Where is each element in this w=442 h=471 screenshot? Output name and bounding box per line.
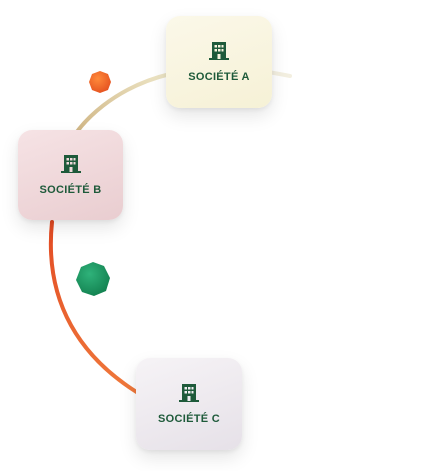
- building-icon: [60, 155, 81, 173]
- node-label: SOCIÉTÉ B: [39, 184, 102, 196]
- node-label: SOCIÉTÉ C: [158, 413, 220, 425]
- connector-b-c: [48, 220, 152, 402]
- node-card-societe-a[interactable]: SOCIÉTÉ A: [166, 16, 272, 108]
- building-icon: [179, 384, 199, 402]
- orange-dot: [89, 71, 111, 93]
- node-card-societe-b[interactable]: SOCIÉTÉ B: [18, 130, 123, 220]
- node-label: SOCIÉTÉ A: [188, 71, 250, 83]
- node-card-societe-c[interactable]: SOCIÉTÉ C: [136, 358, 242, 450]
- building-icon: [209, 42, 229, 60]
- green-octagon: [76, 262, 110, 296]
